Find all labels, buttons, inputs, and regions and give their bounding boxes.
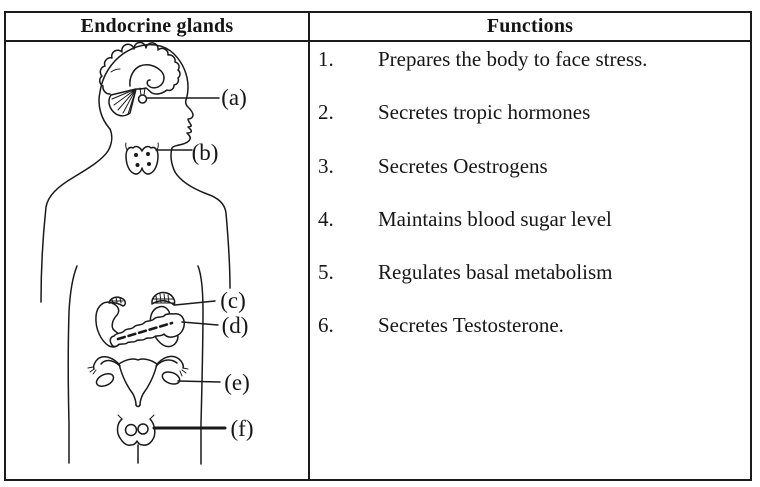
endocrine-table: Endocrine glands Functions	[4, 11, 752, 481]
leader-line-d	[181, 321, 219, 326]
thyroid-gland-drawing	[125, 142, 159, 175]
function-text: Secretes Testosterone.	[378, 313, 564, 338]
cerebellum-drawing	[108, 88, 137, 117]
adrenal-gland-left-drawing	[108, 296, 126, 307]
testes-drawing	[116, 414, 156, 446]
gland-label-e: (e)	[224, 370, 250, 395]
function-item: 4. Maintains blood sugar level	[318, 207, 744, 260]
gland-label-d: (d)	[222, 313, 249, 338]
function-item: 1. Prepares the body to face stress.	[318, 47, 744, 100]
adrenal-gland-right-drawing	[151, 291, 176, 306]
leader-line-e	[177, 380, 221, 383]
pancreas-drawing	[109, 313, 185, 348]
endocrine-glands-cell: (a) (b) (c) (d) (e) (f)	[6, 42, 310, 479]
function-number: 2.	[318, 100, 334, 125]
brain-drawing	[99, 42, 181, 96]
body-outline-drawing	[40, 43, 231, 465]
gland-label-a: (a)	[221, 85, 247, 110]
function-number: 1.	[318, 47, 334, 71]
column-header-endocrine-glands: Endocrine glands	[6, 13, 310, 42]
function-item: 2. Secretes tropic hormones	[318, 100, 744, 153]
column-header-functions: Functions	[310, 13, 750, 42]
gland-label-b: (b)	[192, 140, 219, 165]
function-number: 4.	[318, 206, 334, 231]
function-text: Secretes Oestrogens	[378, 153, 548, 178]
gland-label-c: (c)	[220, 288, 246, 313]
function-number: 6.	[318, 313, 334, 338]
function-text: Prepares the body to face stress.	[378, 47, 648, 71]
function-text: Maintains blood sugar level	[378, 206, 612, 231]
function-item: 3. Secretes Oestrogens	[318, 154, 744, 207]
human-body-endocrine-diagram: (a) (b) (c) (d) (e) (f)	[40, 42, 254, 465]
functions-cell: 1. Prepares the body to face stress. 2. …	[310, 42, 750, 479]
function-number: 5.	[318, 260, 334, 285]
function-text: Secretes tropic hormones	[378, 100, 591, 125]
leader-lines	[146, 97, 227, 430]
ovary-right-drawing	[161, 371, 181, 385]
gland-label-f: (f)	[231, 416, 254, 441]
function-item: 5. Regulates basal metabolism	[318, 260, 744, 313]
uterus-drawing	[87, 355, 189, 408]
leader-line-c	[174, 300, 216, 306]
function-item: 6. Secretes Testosterone.	[318, 313, 744, 366]
function-text: Regulates basal metabolism	[378, 260, 613, 285]
function-number: 3.	[318, 153, 334, 178]
pituitary-gland-drawing	[137, 94, 148, 104]
ovary-left-drawing	[95, 372, 115, 388]
